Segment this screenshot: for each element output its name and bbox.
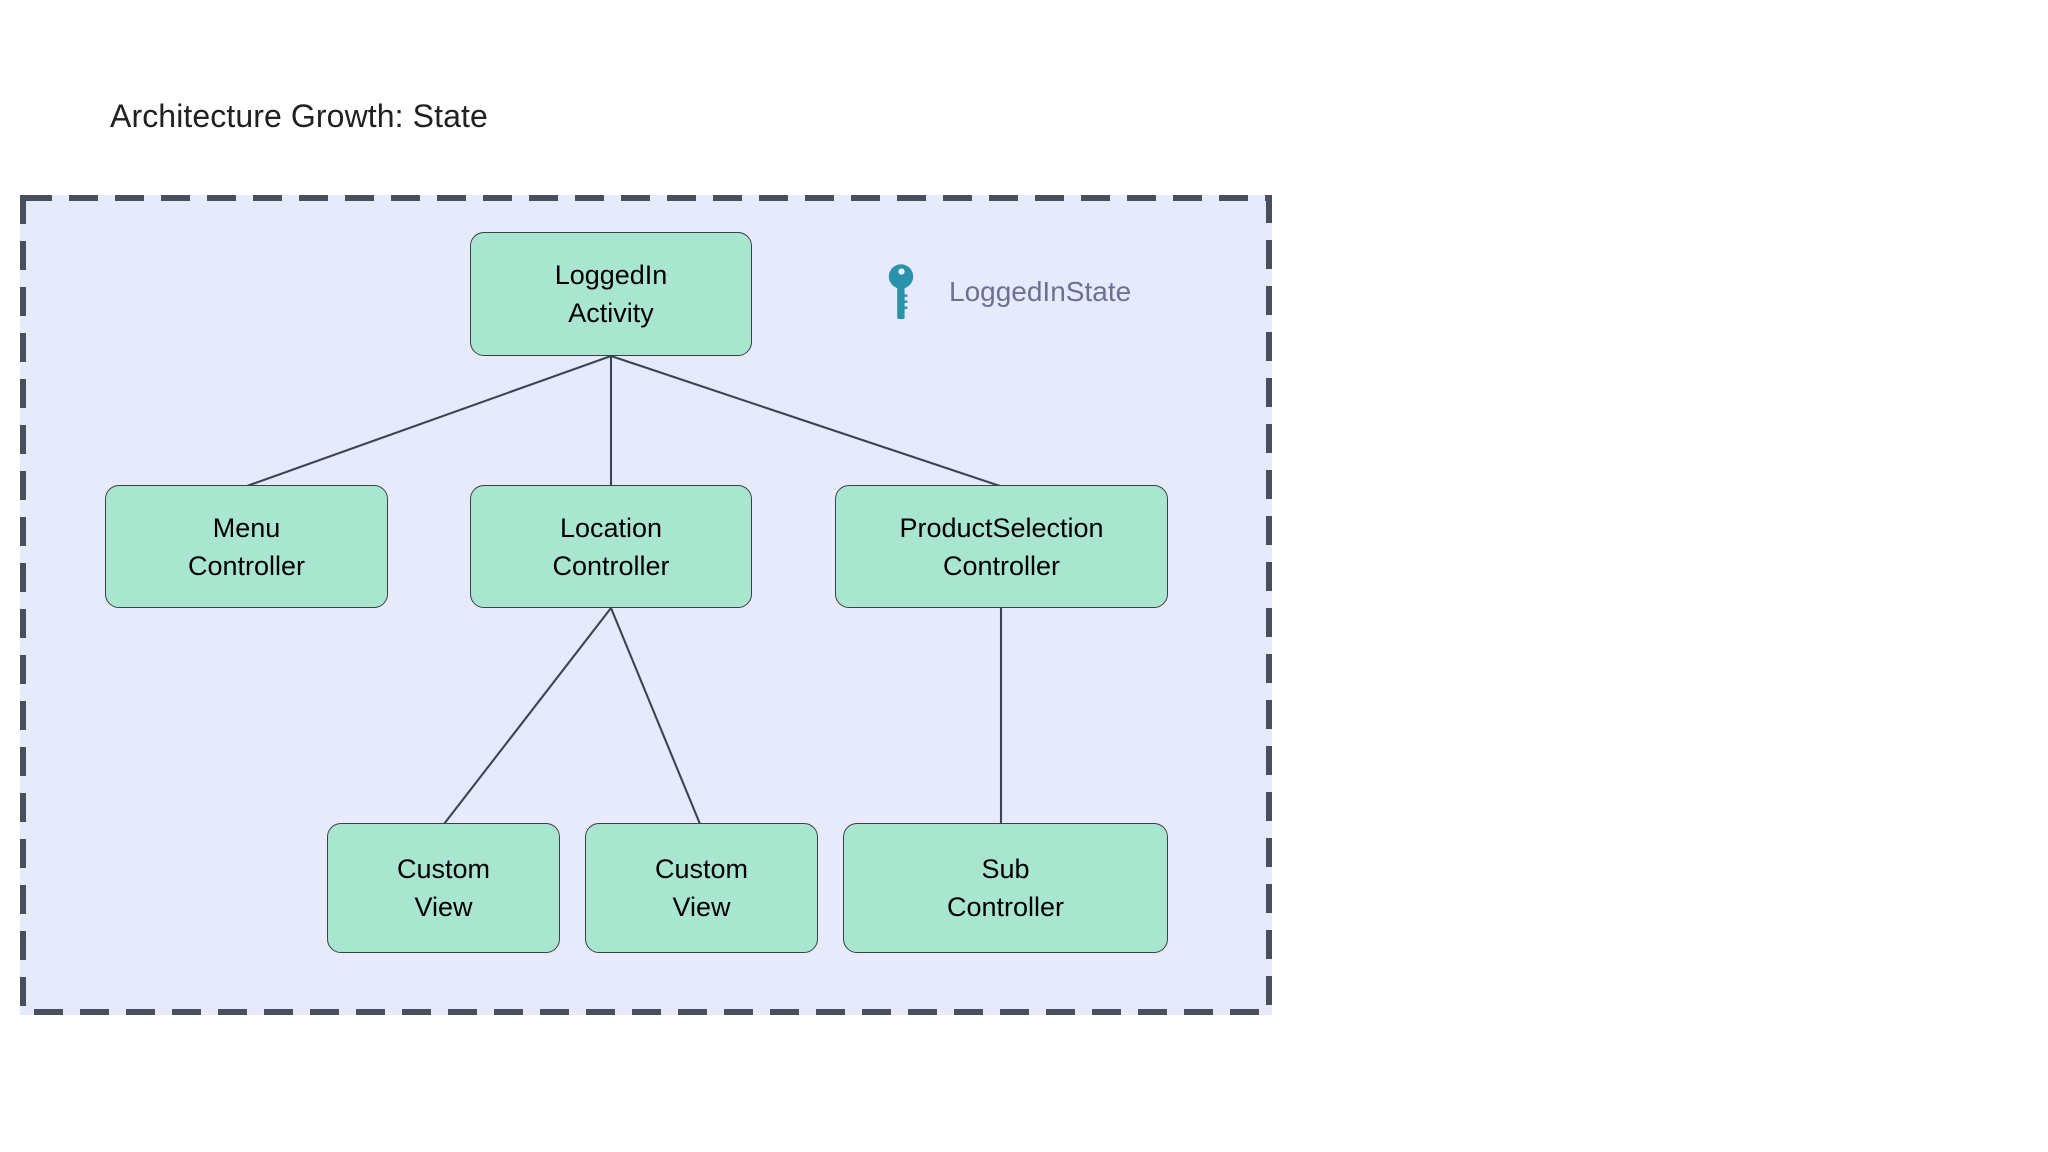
node-custom-view-2[interactable]: Custom View	[585, 823, 818, 953]
node-label-line2: Activity	[568, 298, 654, 328]
node-menu-controller[interactable]: Menu Controller	[105, 485, 388, 608]
node-label-line1: Custom	[654, 854, 749, 884]
node-label-line2: Controller	[946, 892, 1065, 922]
node-label-line1: ProductSelection	[899, 512, 1104, 543]
node-label-line2: Controller	[942, 550, 1061, 581]
node-label-line2: View	[672, 892, 731, 922]
node-logged-in-activity[interactable]: LoggedIn Activity	[470, 232, 752, 356]
node-custom-view-1[interactable]: Custom View	[327, 823, 560, 953]
node-sub-controller[interactable]: Sub Controller	[843, 823, 1168, 953]
node-product-selection-controller[interactable]: ProductSelection Controller	[835, 485, 1168, 608]
node-label-line2: View	[414, 892, 473, 922]
node-label-line1: Menu	[212, 512, 281, 543]
node-label-line1: LoggedIn	[554, 260, 668, 290]
legend-logged-in-state: LoggedInState	[886, 262, 1131, 322]
legend-label: LoggedInState	[949, 276, 1132, 307]
key-icon	[888, 264, 914, 319]
node-label-line1: Custom	[396, 854, 491, 884]
page-title: Architecture Growth: State	[110, 98, 488, 134]
node-label-line2: Controller	[187, 550, 306, 581]
node-label-line1: Sub	[981, 854, 1030, 884]
node-label-line2: Controller	[552, 550, 670, 581]
node-label-line1: Location	[559, 512, 663, 543]
node-location-controller[interactable]: Location Controller	[470, 485, 752, 608]
